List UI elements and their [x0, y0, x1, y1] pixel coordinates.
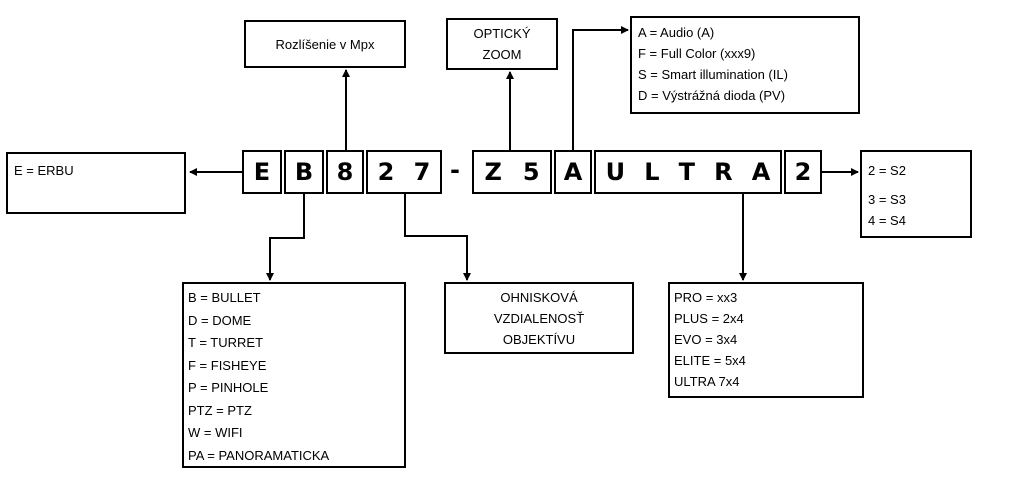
features-box: A = Audio (A) F = Full Color (xxx9) S = …	[630, 16, 860, 114]
code-char: E	[253, 158, 271, 186]
product-line-item: ULTRA 7x4	[674, 374, 740, 389]
code-segment-a: A	[554, 150, 592, 194]
series-box: 2 = S2 3 = S3 4 = S4	[860, 150, 972, 238]
features-item: A = Audio (A)	[638, 25, 715, 40]
code-char: L	[644, 158, 660, 186]
housing-box: B = BULLET D = DOME T = TURRET F = FISHE…	[182, 282, 406, 468]
housing-item: B = BULLET	[188, 290, 261, 305]
product-line-item: EVO = 3x4	[674, 332, 738, 347]
code-segment-27: 2 7	[366, 150, 442, 194]
housing-item: PA = PANORAMATICKA	[188, 447, 330, 463]
resolution-box: Rozlíšenie v Mpx	[244, 20, 406, 68]
resolution-label: Rozlíšenie v Mpx	[275, 36, 375, 52]
housing-item: T = TURRET	[188, 335, 264, 350]
code-char: A	[563, 158, 583, 186]
arrow-a-to-features	[572, 26, 629, 150]
focal-length-box: OHNISKOVÁ VZDIALENOSŤ OBJEKTÍVU	[444, 282, 634, 354]
product-line-item: PRO = xx3	[674, 290, 738, 305]
code-dash: -	[450, 156, 460, 184]
series-item: 2 = S2	[868, 163, 906, 178]
code-char: 7	[413, 158, 431, 186]
code-char: 2	[377, 158, 395, 186]
housing-item: W = WIFI	[188, 425, 243, 440]
arrow-b-to-housing	[266, 193, 305, 281]
code-char: A	[751, 158, 771, 186]
code-segment-8: 8	[326, 150, 364, 194]
housing-item: D = DOME	[188, 312, 252, 328]
product-line-item: ELITE = 5x4	[674, 353, 746, 368]
code-char: 5	[522, 158, 540, 186]
code-char: B	[294, 158, 314, 186]
code-char: U	[605, 158, 626, 186]
brand-item: E = ERBU	[14, 163, 74, 178]
focal-label-line: OHNISKOVÁ	[500, 289, 578, 305]
arrow-27-to-focal	[404, 193, 471, 281]
code-segment-b: B	[284, 150, 324, 194]
zoom-label-line: ZOOM	[482, 47, 522, 62]
code-segment-e: E	[242, 150, 282, 194]
code-char: 8	[336, 158, 354, 186]
housing-item: F = FISHEYE	[188, 357, 267, 373]
code-char: Z	[484, 158, 502, 186]
code-char: 2	[794, 158, 812, 186]
zoom-label-line: OPTICKÝ	[473, 26, 531, 41]
features-item: D = Výstrážná dioda (PV)	[638, 88, 786, 103]
code-char: T	[678, 158, 696, 186]
housing-item: P = PINHOLE	[188, 380, 269, 395]
code-segment-ultra: U L T R A	[594, 150, 782, 194]
focal-label-line: OBJEKTÍVU	[502, 331, 576, 347]
zoom-box: OPTICKÝ ZOOM	[446, 18, 558, 70]
code-char: R	[714, 158, 733, 186]
series-item: 4 = S4	[868, 213, 906, 228]
features-item: F = Full Color (xxx9)	[638, 46, 756, 61]
features-item: S = Smart illumination (IL)	[638, 67, 788, 82]
product-line-box: PRO = xx3 PLUS = 2x4 EVO = 3x4 ELITE = 5…	[668, 282, 864, 398]
code-segment-z5: Z 5	[472, 150, 552, 194]
code-segment-2: 2	[784, 150, 822, 194]
product-line-item: PLUS = 2x4	[674, 311, 744, 326]
focal-label-line: VZDIALENOSŤ	[493, 310, 585, 326]
housing-item: PTZ = PTZ	[188, 402, 252, 418]
brand-box: E = ERBU	[6, 152, 186, 214]
series-item: 3 = S3	[868, 192, 906, 207]
